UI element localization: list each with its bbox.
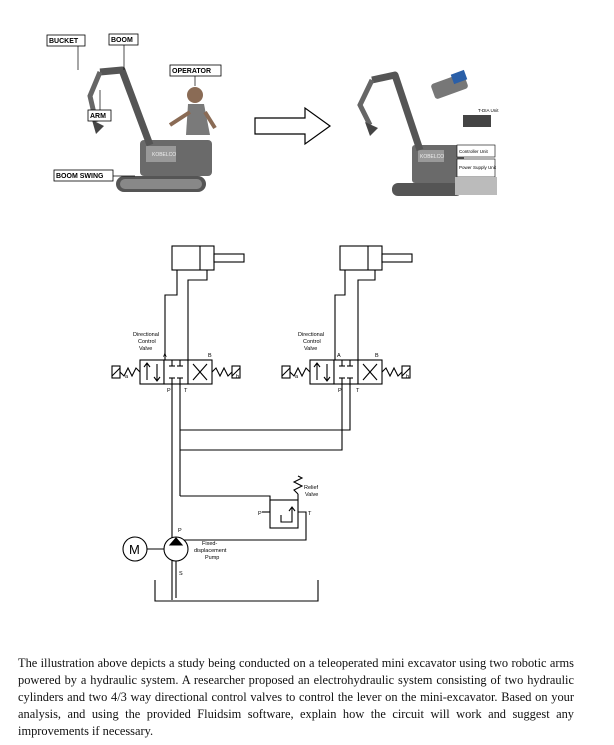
relief-label-1: Relief bbox=[304, 485, 319, 491]
right-dcv-label-3: Valve bbox=[304, 346, 317, 352]
left-port-b: B bbox=[208, 353, 212, 359]
left-dcv-label-2: Control bbox=[138, 339, 156, 345]
excavator-with-operator: KOBELCO BUCKET BOOM ARM OPERATOR BOOM SW… bbox=[46, 33, 222, 192]
excavator-bucket bbox=[365, 122, 378, 136]
right-directional-control-valve bbox=[281, 359, 411, 385]
brand-label: KOBELCO bbox=[152, 152, 176, 158]
right-cylinder-rod bbox=[381, 253, 413, 263]
question-caption: The illustration above depicts a study b… bbox=[18, 656, 574, 738]
right-port-a: A bbox=[337, 353, 341, 359]
right-port-t: T bbox=[356, 388, 360, 394]
actuator-blue-part bbox=[450, 69, 468, 85]
relief-port-t: T bbox=[308, 511, 312, 517]
shared-pressure-line bbox=[180, 395, 343, 451]
right-dcv-label-1: Directional bbox=[298, 332, 324, 338]
pump-port-p: P bbox=[178, 528, 182, 534]
pump-label-3: Pump bbox=[205, 555, 219, 561]
hydraulic-circuit bbox=[111, 245, 413, 602]
brand-label: KOBELCO bbox=[420, 154, 444, 160]
operator-head bbox=[187, 87, 203, 103]
t-dia-unit-label: T-DIA Unit bbox=[478, 108, 499, 113]
right-solenoid-b: b bbox=[406, 374, 409, 380]
controller-unit-label: Controller Unit bbox=[459, 149, 489, 154]
excavator-boom bbox=[371, 71, 424, 152]
left-port-t: T bbox=[184, 388, 188, 394]
left-cylinder-rod bbox=[213, 253, 245, 263]
excavator-bucket bbox=[92, 120, 104, 134]
operator-label: OPERATOR bbox=[172, 68, 211, 75]
left-dcv-label-3: Valve bbox=[139, 346, 152, 352]
teleoperated-excavator: KOBELCO T-DIA Unit Controller Unit Power… bbox=[357, 69, 499, 196]
pump-label-1: Fixed- bbox=[202, 541, 217, 547]
pump-port-s: S bbox=[179, 571, 183, 577]
left-solenoid-a: a bbox=[125, 374, 129, 380]
left-port-a: A bbox=[163, 353, 167, 359]
right-dcv-label-2: Control bbox=[303, 339, 321, 345]
left-cylinder bbox=[171, 245, 215, 271]
bucket-label: BUCKET bbox=[49, 38, 79, 45]
right-port-b: B bbox=[375, 353, 379, 359]
relief-valve bbox=[180, 475, 307, 541]
right-solenoid-a: a bbox=[295, 374, 299, 380]
relief-port-p: P bbox=[258, 511, 262, 517]
relief-label-2: Valve bbox=[305, 492, 318, 498]
left-solenoid-b: b bbox=[236, 374, 239, 380]
operator-body bbox=[186, 104, 210, 135]
arm-label: ARM bbox=[90, 113, 106, 120]
transform-arrow-icon bbox=[254, 106, 332, 146]
t-dia-unit bbox=[463, 115, 491, 127]
motor-icon bbox=[122, 536, 148, 562]
controller-unit bbox=[456, 144, 496, 158]
left-port-p: P bbox=[167, 388, 171, 394]
pump-label-2: displacement bbox=[194, 548, 227, 554]
reservoir-tank bbox=[154, 580, 319, 602]
right-port-p: P bbox=[338, 388, 342, 394]
tank-line bbox=[180, 384, 351, 431]
motor-label: M bbox=[129, 542, 140, 557]
excavator-boom bbox=[99, 66, 154, 147]
left-directional-control-valve bbox=[111, 359, 241, 385]
boom-label: BOOM bbox=[111, 37, 133, 44]
excavator-arm bbox=[357, 78, 375, 127]
excavator-track bbox=[392, 183, 462, 196]
right-cylinder bbox=[339, 245, 383, 271]
left-dcv-label-1: Directional bbox=[133, 332, 159, 338]
boom-swing-label: BOOM SWING bbox=[56, 173, 104, 180]
power-supply-unit-label: Power Supply Unit bbox=[459, 165, 497, 170]
